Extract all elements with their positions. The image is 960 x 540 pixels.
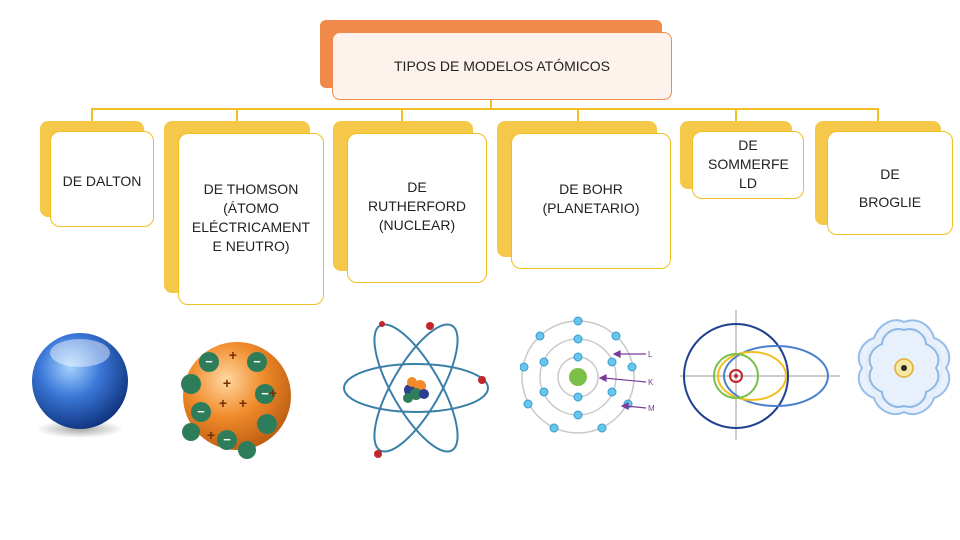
sommerfeld-orbit-ellipse-blue xyxy=(723,345,829,407)
bohr-electron xyxy=(549,423,559,433)
thomson-electron xyxy=(238,441,256,459)
thomson-plus: + xyxy=(207,427,215,443)
bohr-electron xyxy=(607,357,617,367)
thomson-plus: + xyxy=(269,385,277,401)
dalton-sphere xyxy=(32,333,128,429)
bohr-electron xyxy=(573,410,583,420)
broglie-model-image xyxy=(857,319,951,416)
diagram-title-text: TIPOS DE MODELOS ATÓMICOS xyxy=(394,58,610,74)
thomson-minus: − xyxy=(261,386,269,401)
bohr-electron xyxy=(523,399,533,409)
bohr-model-image: L K M xyxy=(520,316,655,434)
thomson-plus: + xyxy=(223,375,231,391)
bohr-label-l: L xyxy=(648,350,653,359)
bohr-electron xyxy=(573,392,583,402)
sommerfeld-orbit-green xyxy=(713,353,759,399)
thomson-plus: + xyxy=(219,395,227,411)
bohr-electron xyxy=(573,352,583,362)
card-dalton-label: DE DALTON xyxy=(62,173,142,189)
bohr-electron xyxy=(573,334,583,344)
rutherford-electron xyxy=(374,450,382,458)
bohr-label-m: M xyxy=(648,404,655,413)
broglie-nucleus xyxy=(901,365,907,371)
bohr-electron xyxy=(607,387,617,397)
diagram-title: TIPOS DE MODELOS ATÓMICOS xyxy=(332,32,672,100)
thomson-minus: − xyxy=(205,354,213,369)
rutherford-electron xyxy=(426,322,434,330)
bohr-arrow-k xyxy=(603,377,647,383)
bohr-electron xyxy=(535,331,545,341)
card-bohr-label: DE BOHR (PLANETARIO) xyxy=(542,181,640,216)
bohr-electron xyxy=(597,423,607,433)
card-rutherford-label: DE RUTHERFORD (NUCLEAR) xyxy=(368,179,466,233)
thomson-electron xyxy=(217,430,237,450)
broglie-wave-inner xyxy=(868,328,940,408)
bohr-electron xyxy=(627,362,637,372)
bohr-electron xyxy=(539,387,549,397)
rutherford-model-image xyxy=(343,321,489,458)
thomson-model-image: − − − − − + + + + + + xyxy=(181,342,291,459)
connector-drop-5 xyxy=(735,108,737,122)
thomson-electron xyxy=(181,374,201,394)
connector-drop-3 xyxy=(401,108,403,122)
connector-horizontal xyxy=(91,108,879,110)
sommerfeld-orbit-outer xyxy=(683,323,789,429)
rutherford-nucleus xyxy=(403,377,429,403)
thomson-minus: − xyxy=(197,404,205,419)
card-thomson-label: DE THOMSON (ÁTOMO ELÉCTRICAMENT E NEUTRO… xyxy=(191,181,311,254)
thomson-electron xyxy=(255,384,275,404)
connector-trunk xyxy=(490,100,492,110)
bohr-label-k: K xyxy=(648,378,654,387)
card-sommerfeld: DE SOMMERFE LD xyxy=(692,131,804,199)
sommerfeld-model-image xyxy=(680,310,840,440)
thomson-electron xyxy=(247,352,267,372)
thomson-plus: + xyxy=(239,395,247,411)
connector-drop-6 xyxy=(877,108,879,122)
thomson-minus: − xyxy=(223,432,231,447)
card-dalton: DE DALTON xyxy=(50,131,154,227)
bohr-nucleus xyxy=(569,368,587,386)
card-sommerfeld-label: DE SOMMERFE LD xyxy=(708,137,789,191)
card-broglie: DE BROGLIE xyxy=(827,131,953,235)
rutherford-orbit xyxy=(343,363,489,413)
bohr-arrow-m xyxy=(625,405,647,409)
card-broglie-label: DE BROGLIE xyxy=(858,166,922,210)
rutherford-electron xyxy=(478,376,486,384)
bohr-electron xyxy=(539,357,549,367)
sommerfeld-orbit-ellipse-yellow xyxy=(717,351,787,401)
card-bohr: DE BOHR (PLANETARIO) xyxy=(511,133,671,269)
thomson-plus: + xyxy=(229,347,237,363)
connector-drop-4 xyxy=(577,108,579,122)
dalton-highlight xyxy=(50,339,110,367)
dalton-model-image xyxy=(32,333,128,438)
thomson-electron xyxy=(257,414,277,434)
thomson-electron xyxy=(199,352,219,372)
sommerfeld-orbit-inner xyxy=(729,369,743,383)
thomson-electrons xyxy=(181,352,277,459)
connector-drop-2 xyxy=(236,108,238,122)
thomson-minus: − xyxy=(253,354,261,369)
thomson-electron xyxy=(191,402,211,422)
bohr-electron xyxy=(573,316,583,326)
sommerfeld-nucleus xyxy=(734,374,738,378)
thomson-electron xyxy=(182,423,200,441)
card-thomson: DE THOMSON (ÁTOMO ELÉCTRICAMENT E NEUTRO… xyxy=(178,133,324,305)
rutherford-electron xyxy=(379,321,385,327)
bohr-electron xyxy=(520,362,529,372)
bohr-electron xyxy=(611,331,621,341)
connector-drop-1 xyxy=(91,108,93,122)
card-rutherford: DE RUTHERFORD (NUCLEAR) xyxy=(347,133,487,283)
rutherford-orbit xyxy=(373,323,459,453)
